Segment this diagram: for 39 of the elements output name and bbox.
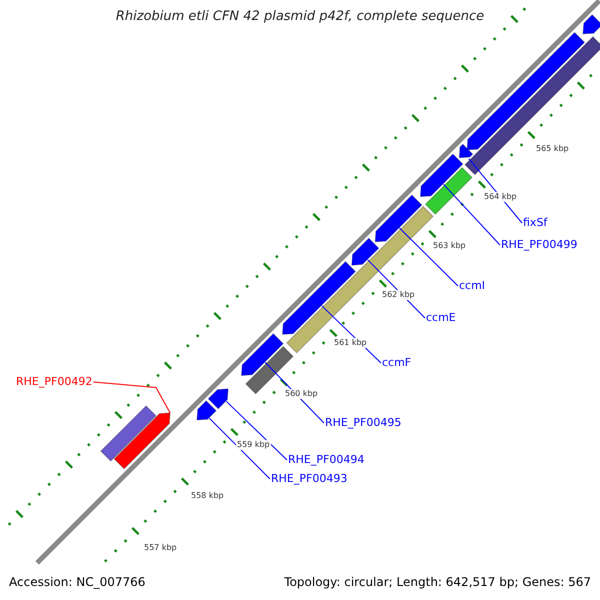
gene-label: fixSf xyxy=(523,216,548,230)
scale-label: 560 kbp xyxy=(284,389,319,399)
scale-label: 561 kbp xyxy=(333,338,368,348)
scale-label: 565 kbp xyxy=(535,144,570,154)
gene-feature xyxy=(196,400,217,421)
leader-line xyxy=(92,382,171,414)
gene-feature xyxy=(208,388,229,410)
leader-line xyxy=(208,418,270,480)
accession-text: Accession: NC_007766 xyxy=(9,575,146,589)
scale-label: 557 kbp xyxy=(143,543,178,553)
gene-feature xyxy=(464,36,600,176)
gene-feature xyxy=(114,412,171,470)
gene-feature xyxy=(420,153,464,198)
gene-label: ccmF xyxy=(382,356,412,370)
gene-feature xyxy=(240,333,284,376)
scale-label: 563 kbp xyxy=(432,241,467,251)
gene-feature xyxy=(582,14,600,34)
leader-line xyxy=(442,184,500,246)
gene-label: ccmI xyxy=(459,279,486,293)
gene-feature xyxy=(100,405,157,462)
gene-label: ccmE xyxy=(426,311,456,325)
gene-feature xyxy=(374,194,422,242)
summary-text: Topology: circular; Length: 642,517 bp; Genes: 567 xyxy=(284,575,591,589)
scale-label: 564 kbp xyxy=(483,192,518,202)
leader-line xyxy=(399,228,458,286)
scale-label: 562 kbp xyxy=(381,290,416,300)
gene-label: RHE_PF00492 xyxy=(16,375,92,389)
leader-line xyxy=(226,400,288,460)
gene-label: RHE_PF00493 xyxy=(271,472,348,486)
title: Rhizobium etli CFN 42 plasmid p42f, complete sequence xyxy=(114,9,486,25)
gene-label: RHE_PF00494 xyxy=(288,453,364,467)
gene-label: RHE_PF00499 xyxy=(501,238,578,252)
gene-feature xyxy=(351,238,380,266)
scale-label: 558 kbp xyxy=(190,491,225,501)
gene-label: RHE_PF00495 xyxy=(325,416,402,430)
gene-feature xyxy=(458,143,474,158)
scale-label: 559 kbp xyxy=(236,440,271,450)
gene-feature xyxy=(424,166,473,215)
gene-feature xyxy=(282,260,356,335)
